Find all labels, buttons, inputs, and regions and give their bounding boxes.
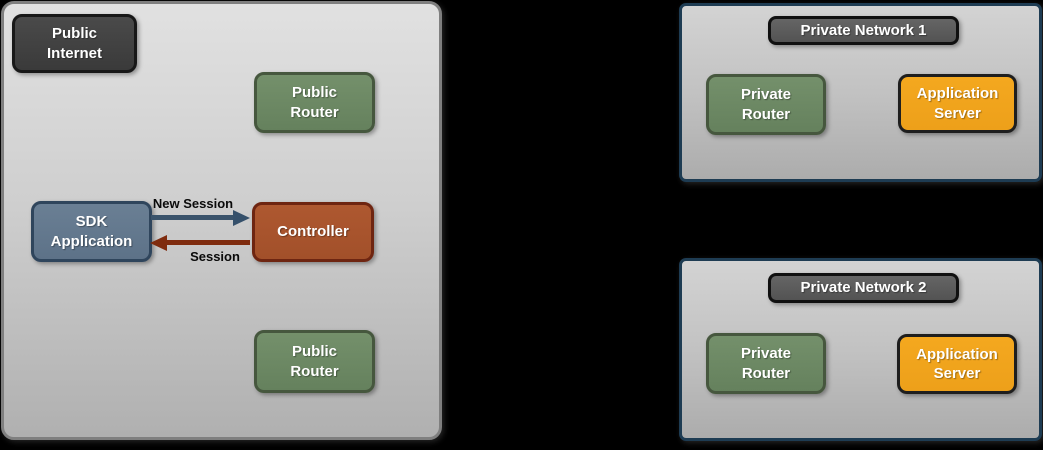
private-network-2-router-node: Private Router [706, 333, 826, 394]
new-session-arrow-label: New Session [152, 196, 234, 211]
private-network-1-zone: Private Network 1 Private Router Applica… [679, 3, 1042, 182]
private-network-2-label: Private Network 2 [768, 273, 959, 303]
private-network-2-zone: Private Network 2 Private Router Applica… [679, 258, 1042, 441]
public-internet-label: Public Internet [12, 14, 137, 73]
session-arrow-label: Session [190, 249, 240, 264]
sdk-application-node: SDK Application [31, 201, 152, 262]
private-network-2-app-server-node: Application Server [897, 334, 1017, 394]
private-network-1-label: Private Network 1 [768, 16, 959, 45]
session-arrowhead-icon [150, 235, 167, 251]
public-router-top-node: Public Router [254, 72, 375, 133]
session-arrow-line [166, 240, 250, 245]
controller-node: Controller [252, 202, 374, 262]
new-session-arrow-line [151, 215, 234, 220]
new-session-arrowhead-icon [233, 210, 250, 226]
public-internet-zone: Public Internet Public Router SDK Applic… [1, 1, 442, 440]
private-network-1-router-node: Private Router [706, 74, 826, 135]
private-network-1-app-server-node: Application Server [898, 74, 1017, 133]
public-router-bottom-node: Public Router [254, 330, 375, 393]
